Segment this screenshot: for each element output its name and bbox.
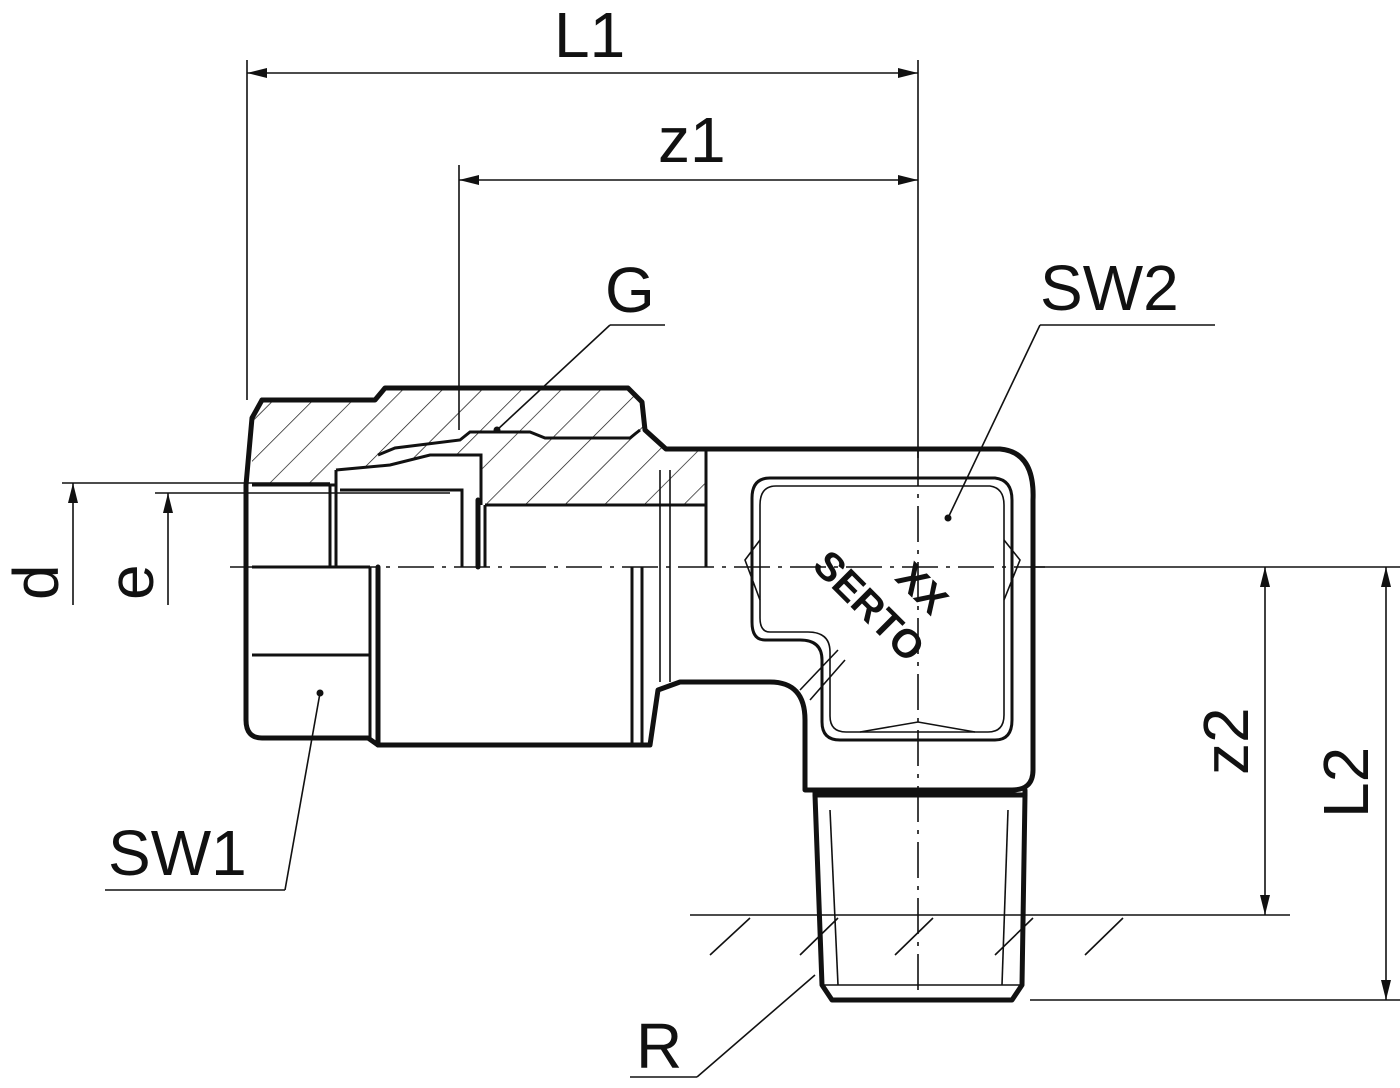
label-r: R bbox=[636, 1010, 682, 1082]
label-sw2: SW2 bbox=[1040, 252, 1179, 324]
label-l1: L1 bbox=[554, 0, 625, 71]
label-d: d bbox=[0, 564, 72, 600]
label-g: G bbox=[605, 254, 655, 326]
label-e: e bbox=[95, 564, 167, 600]
label-l2: L2 bbox=[1310, 747, 1382, 818]
center-lines bbox=[230, 450, 1045, 1005]
label-z2: z2 bbox=[1190, 707, 1262, 775]
label-z1: z1 bbox=[658, 104, 726, 176]
callout-leaders bbox=[105, 324, 1215, 1078]
dimension-lines bbox=[62, 60, 1400, 1001]
fitting-body: XX SERTO bbox=[243, 385, 1160, 1003]
nut-section-hatch bbox=[252, 388, 706, 505]
label-sw1: SW1 bbox=[108, 817, 247, 889]
